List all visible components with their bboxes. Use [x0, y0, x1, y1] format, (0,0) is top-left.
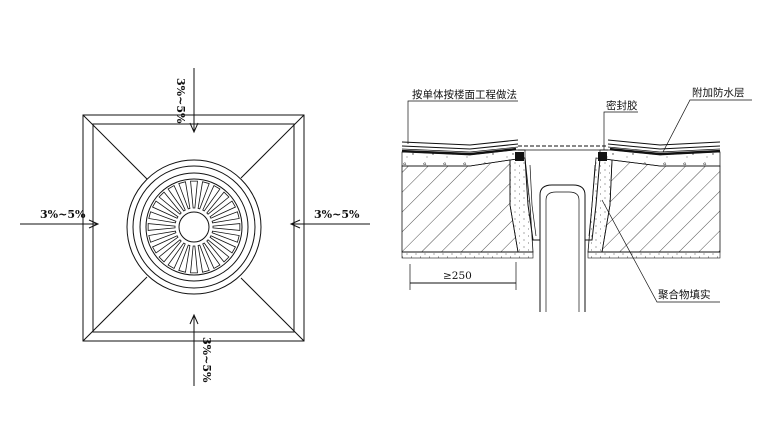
finish-layer	[401, 139, 519, 146]
slope-diagonal	[82, 276, 148, 342]
finish-layer	[401, 143, 519, 150]
dimension-text: ≥250	[443, 270, 472, 282]
grate-slot	[209, 235, 237, 254]
leader-waterproof	[662, 99, 752, 153]
grate-slot	[148, 211, 177, 224]
leader-polymer	[601, 199, 720, 303]
grate-slot	[211, 211, 240, 224]
arrowhead	[289, 219, 301, 229]
label-waterproof: 附加防水层	[692, 86, 745, 99]
leader-method	[407, 100, 518, 144]
arrowhead	[189, 122, 199, 134]
finish-layer	[607, 139, 721, 146]
grate-slot	[167, 242, 186, 270]
drain-grate-slots	[147, 180, 241, 274]
drain-body-inner	[529, 164, 596, 237]
waterproof-membrane	[401, 147, 517, 156]
arrowhead	[189, 313, 199, 325]
drain-ring	[132, 165, 256, 289]
waterproof-membrane	[609, 147, 721, 156]
slope-label-bottom: 3%~5%	[200, 337, 213, 383]
grate-slot	[202, 242, 221, 270]
slope-label-right: 3%~5%	[314, 208, 360, 221]
grate-slot	[202, 184, 221, 212]
grate-slot	[148, 230, 177, 243]
slope-diagonal	[82, 114, 148, 180]
drain-plan-view: 3%~5% 3%~5% 3%~5% 3%~5%	[20, 68, 370, 386]
grate-slot	[190, 245, 198, 274]
ceiling-plaster	[587, 251, 721, 259]
drain-body	[524, 157, 601, 241]
sealant-block-right	[598, 152, 607, 161]
grate-slot	[147, 223, 176, 231]
grate-slot	[197, 244, 210, 273]
ceiling-plaster	[401, 251, 534, 259]
grate-outer-ring	[139, 172, 249, 282]
leader-sealant	[603, 111, 638, 150]
grate-slot	[190, 180, 198, 209]
grate-slot	[178, 244, 191, 273]
finish-layer	[607, 146, 721, 153]
finish-layer	[401, 146, 519, 153]
grate-slot	[151, 200, 179, 219]
grate-slot	[209, 200, 237, 219]
slab-left	[401, 159, 519, 253]
grate-slot	[151, 235, 179, 254]
label-polymer: 聚合物填实	[658, 288, 711, 301]
slab-right	[601, 159, 721, 253]
slope-label-top: 3%~5%	[174, 78, 187, 124]
grate-slot	[206, 191, 230, 215]
slope-label-left: 3%~5%	[40, 208, 86, 221]
grate-slot	[211, 230, 240, 243]
drain-pipe-cap	[545, 191, 580, 201]
sealant-block-left	[515, 152, 524, 161]
label-sealant: 密封胶	[606, 99, 638, 112]
drain-section-view: ≥250 按单体按楼面工程做法 密封胶 附加防水层 聚合物填实	[401, 86, 752, 312]
grate-slot	[212, 223, 241, 231]
drain-center-hole	[178, 211, 210, 243]
grate-slot	[197, 181, 210, 210]
label-method: 按单体按楼面工程做法	[412, 88, 517, 101]
arrowhead	[88, 219, 100, 229]
slope-diagonal	[240, 277, 305, 342]
grate-inner-ring	[145, 178, 243, 276]
slope-diagonal	[240, 114, 305, 179]
drain-outer-ring	[126, 159, 262, 295]
grate-slot	[178, 181, 191, 210]
grate-slot	[206, 239, 230, 263]
outer-frame	[82, 114, 305, 342]
finish-layer	[607, 143, 721, 150]
grate-slot	[158, 239, 182, 263]
grate-slot	[158, 191, 182, 215]
grate-slot	[167, 184, 186, 212]
